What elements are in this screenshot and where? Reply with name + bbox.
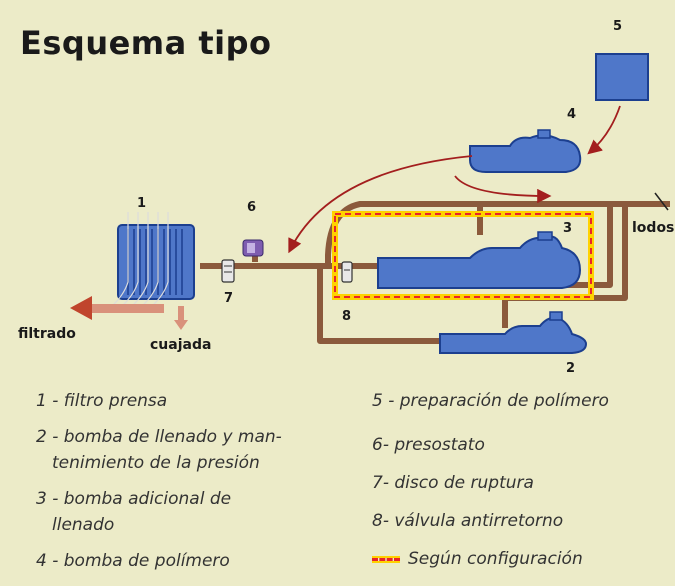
filter-press	[111, 212, 195, 307]
label-2: 2	[566, 361, 575, 376]
label-lodos: lodos	[632, 220, 674, 236]
dashed-legend-key	[372, 558, 400, 561]
page-title: Esquema tipo	[20, 24, 272, 62]
legend-pressure-switch: 6- presostato	[372, 435, 485, 455]
label-cuajada: cuajada	[150, 337, 211, 353]
legend-polymer-pump: 4 - bomba de polímero	[36, 551, 230, 571]
rupture-disc	[221, 259, 235, 283]
check-valve	[341, 261, 353, 283]
legend-rupture-disc: 7- disco de ruptura	[372, 473, 534, 493]
label-6: 6	[247, 200, 256, 215]
lodos-line-end	[654, 192, 669, 211]
label-filtrado: filtrado	[18, 326, 76, 342]
legend-additional-pump-1: 3 - bomba adicional de	[36, 489, 232, 509]
filtrate-arrow	[70, 296, 164, 320]
legend-check-valve: 8- válvula antirretorno	[372, 511, 564, 531]
polymer-pump	[469, 129, 582, 173]
legend-filling-pump-1: 2 - bomba de llenado y man-	[36, 427, 282, 447]
cake-arrow	[174, 306, 188, 330]
legend-polymer-prep: 5 - preparación de polímero	[372, 391, 609, 411]
label-1: 1	[137, 196, 146, 211]
additional-pump	[377, 231, 582, 289]
polymer-preparation-tank	[595, 53, 649, 101]
label-5: 5	[613, 19, 622, 34]
filling-pump	[439, 311, 588, 354]
label-7: 7	[224, 291, 233, 306]
legend-optional-config: Según configuración	[408, 549, 583, 569]
legend-filling-pump-2: tenimiento de la presión	[52, 453, 260, 473]
flow-arrows	[288, 105, 621, 254]
label-8: 8	[342, 309, 351, 324]
label-4: 4	[567, 107, 576, 122]
legend-filter-press: 1 - filtro prensa	[36, 391, 168, 411]
label-3: 3	[563, 221, 572, 236]
legend-additional-pump-2: llenado	[52, 515, 115, 535]
pressure-switch	[242, 239, 264, 257]
optional-config-zone	[332, 211, 594, 300]
